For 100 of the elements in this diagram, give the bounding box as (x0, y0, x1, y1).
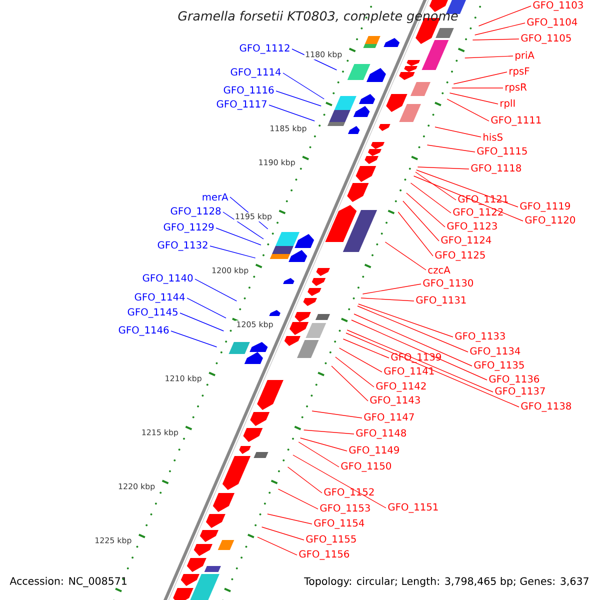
gene-label: czcA (428, 266, 450, 274)
leader-line (453, 72, 508, 84)
leader-line (312, 410, 362, 418)
leader-line (216, 228, 262, 246)
leader-line (276, 90, 322, 106)
gene-label: rpsR (506, 83, 527, 93)
gene-label: GFO_1115 (477, 147, 527, 157)
gene-label: GFO_1156 (299, 550, 350, 560)
gene-label: GFO_1117 (216, 100, 266, 110)
gene-label: GFO_1133 (455, 332, 505, 342)
gene-label: GFO_1104 (527, 18, 578, 28)
gene-label: GFO_1116 (224, 86, 274, 96)
leader-line (434, 126, 482, 138)
leader-line (338, 348, 382, 372)
gene-label: GFO_1142 (376, 382, 426, 392)
leader-line (335, 356, 374, 388)
gene-label: GFO_1124 (441, 236, 492, 246)
leader-line (268, 104, 315, 122)
leader-line (449, 92, 498, 104)
leader-line (398, 212, 434, 256)
leader-line (354, 314, 472, 366)
gene-label: GFO_1150 (341, 462, 392, 472)
leader-line (282, 72, 324, 100)
leader-line (384, 242, 426, 270)
leader-line (194, 278, 238, 302)
leader-line (180, 312, 224, 332)
leader-line (257, 536, 298, 556)
leader-line (170, 330, 218, 348)
gene-label: GFO_1144 (134, 293, 185, 303)
leader-line (417, 166, 470, 170)
gene-label: GFO_1120 (525, 216, 576, 226)
genome-info-text: Topology: circular; Length: 3,798,465 bp; Genes: 3,637 (304, 577, 588, 587)
gene-label: GFO_1112 (240, 44, 290, 54)
gene-label: GFO_1134 (470, 347, 520, 357)
gene-label: GFO_1137 (495, 387, 545, 397)
leader-line (342, 338, 390, 358)
gene-label: GFO_1141 (384, 367, 434, 377)
leader-line (346, 332, 520, 408)
leader-line (358, 304, 454, 338)
leader-line (446, 98, 490, 122)
gene-label: GFO_1118 (471, 164, 521, 174)
gene-label: GFO_1140 (142, 274, 193, 284)
leader-line (413, 176, 524, 222)
leader-line (261, 526, 304, 540)
gene-label: merA (202, 193, 228, 201)
leader-line (415, 172, 456, 200)
gene-label: GFO_1119 (520, 202, 570, 212)
gene-label: GFO_1130 (423, 279, 474, 289)
leader-line (186, 298, 226, 318)
leader-line (287, 466, 322, 494)
gene-label: GFO_1146 (118, 326, 169, 336)
leader-line (351, 320, 488, 380)
leader-line (267, 514, 312, 524)
gene-label: GFO_1131 (416, 296, 466, 306)
gene-label: GFO_1154 (314, 519, 364, 529)
gene-label: rpsF (510, 67, 530, 77)
leader-line (346, 330, 494, 392)
gene-label: GFO_1135 (474, 361, 524, 371)
leader-line (426, 144, 476, 152)
leader-line (474, 22, 526, 36)
gene-label: GFO_1114 (230, 68, 281, 78)
leader-line (210, 246, 256, 258)
gene-label: GFO_1111 (491, 116, 541, 126)
gene-label: GFO_1123 (447, 222, 497, 232)
leader-line (222, 212, 264, 240)
gene-label: GFO_1148 (356, 429, 406, 439)
leader-line (331, 366, 368, 402)
gene-label: GFO_1136 (489, 375, 540, 385)
gene-label: GFO_1147 (364, 413, 414, 423)
gene-label: GFO_1128 (170, 207, 221, 217)
leader-line (464, 56, 514, 58)
title: Gramella forsetii KT0803, complete genome (178, 10, 458, 24)
gene-label: GFO_1122 (453, 208, 503, 218)
gene-label: GFO_1149 (349, 446, 399, 456)
gene-label: GFO_1138 (521, 402, 571, 412)
leader-line (472, 38, 520, 40)
leader-line (416, 170, 518, 208)
leader-line (402, 200, 440, 242)
gene-label: GFO_1103 (533, 1, 583, 11)
gene-label: hisS (484, 133, 502, 141)
gene-label: GFO_1125 (435, 251, 485, 261)
gene-label: GFO_1145 (128, 308, 178, 318)
gene-label: GFO_1151 (388, 503, 438, 513)
leader-line (362, 284, 422, 294)
leader-line (360, 298, 414, 302)
leader-line (357, 306, 468, 352)
gene-label: GFO_1129 (164, 223, 214, 233)
leader-line (278, 488, 318, 510)
leader-line (300, 438, 348, 452)
leader-line (303, 430, 354, 434)
gene-label: GFO_1132 (158, 241, 208, 251)
gene-label: GFO_1153 (320, 504, 370, 514)
leader-line (406, 192, 446, 228)
leader-line (298, 442, 340, 468)
gene-label: GFO_1105 (521, 34, 571, 44)
leader-line (410, 182, 452, 214)
leader-line (478, 6, 532, 26)
gene-label: GFO_1143 (370, 396, 420, 406)
gene-label: priA (516, 51, 534, 61)
accession-text: Accession: NC_008571 (10, 576, 126, 588)
